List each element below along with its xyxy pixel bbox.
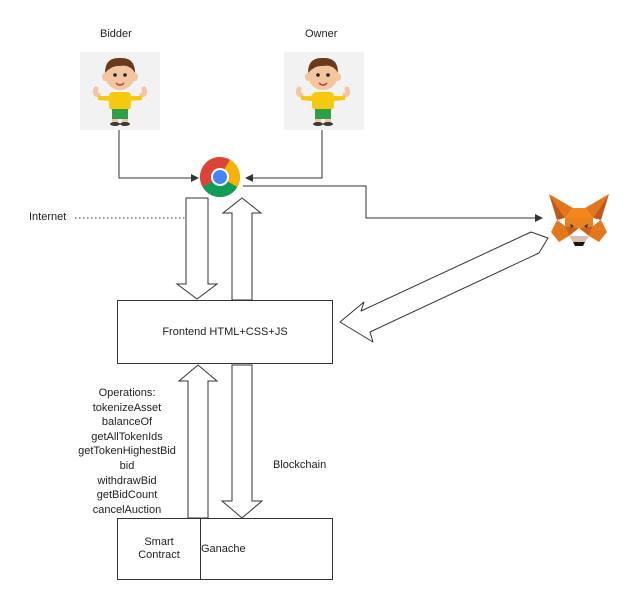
chrome-browser-icon [200, 157, 240, 197]
metamask-fox-icon [549, 194, 609, 246]
operation-item: getAllTokenIds [91, 430, 163, 443]
operation-item: tokenizeAsset [92, 401, 162, 414]
frontend-label: Frontend HTML+CSS+JS [162, 326, 288, 338]
frontend-to-ganache-arrow [220, 364, 264, 519]
operations-list: Operations: tokenizeAsset balanceOf getA… [64, 386, 190, 517]
ganache-label: Ganache [201, 543, 246, 555]
owner-label: Owner [305, 28, 338, 40]
operations-title: Operations: [98, 387, 156, 399]
bidder-to-browser-line [118, 130, 199, 182]
smart-contract-label-line2: Contract [138, 549, 180, 561]
smart-contract-box: Smart Contract [117, 518, 201, 580]
smart-contract-label-line1: Smart [144, 536, 174, 548]
frontend-box: Frontend HTML+CSS+JS [117, 300, 333, 364]
frontend-to-browser-arrow [221, 197, 263, 301]
operation-item: getBidCount [96, 489, 158, 502]
internet-label: Internet [29, 211, 67, 223]
operation-item: balanceOf [101, 416, 153, 429]
bidder-label: Bidder [100, 28, 132, 40]
frontend-wallet-double-arrow [339, 231, 549, 343]
browser-to-frontend-arrow [175, 197, 219, 300]
browser-to-wallet-line [243, 185, 543, 222]
owner-avatar-icon [295, 57, 351, 126]
owner-to-browser-line [245, 130, 323, 182]
operation-item: getTokenHighestBid [78, 445, 176, 458]
ganache-to-frontend-arrow [177, 364, 219, 519]
operation-item: bid [119, 459, 135, 472]
bidder-avatar-icon [92, 57, 148, 126]
operation-item: withdrawBid [97, 474, 157, 487]
operation-item: cancelAuction [92, 503, 162, 516]
blockchain-label: Blockchain [273, 459, 327, 471]
